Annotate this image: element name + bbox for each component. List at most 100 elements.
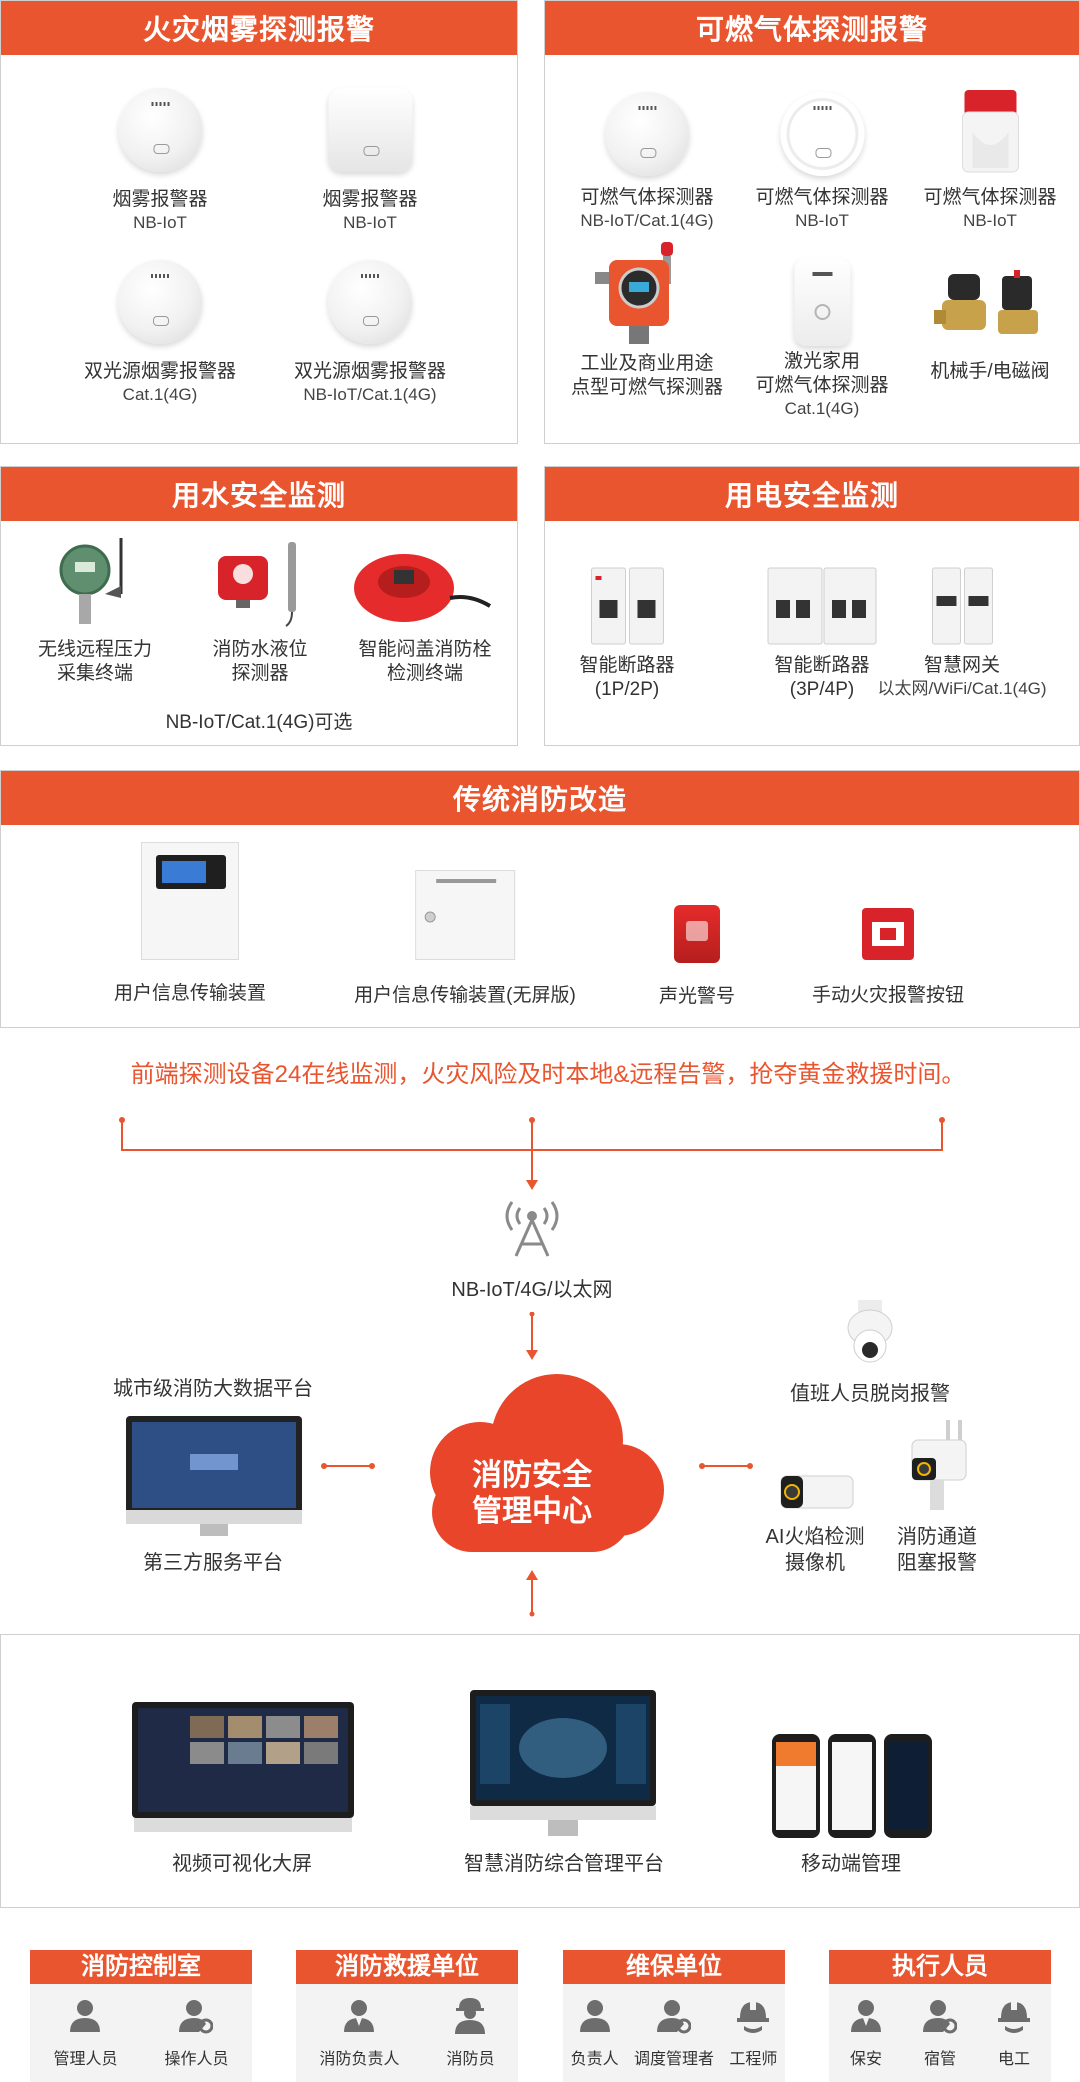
tagline: 前端探测设备24在线监测，火灾风险及时本地&远程告警，抢夺黄金救援时间。	[130, 1061, 966, 1088]
cloud-management-center: 消防安全 管理中心	[392, 1362, 672, 1562]
role-person-label: 调度管理者	[633, 2051, 714, 2068]
smoke-device-4: 双光源烟雾报警器 NB-IoT/Cat.1(4G)	[294, 260, 446, 406]
role-card-2: 消防救援单位 消防负责人 消防员	[296, 1950, 518, 2082]
bracket-connector	[119, 1117, 945, 1190]
city-platform-label: 城市级消防大数据平台	[113, 1378, 313, 1400]
device-name: 双光源烟雾报警器	[83, 361, 237, 382]
operator-icon	[179, 2000, 214, 2034]
water-device-2: 消防水液位 探测器	[210, 534, 310, 686]
device-protocol: NB-IoT	[133, 213, 187, 232]
wall-gas-detector-icon	[958, 88, 1022, 176]
device-name-line2: 探测器	[231, 663, 289, 684]
role-person-label: 管理人员	[53, 2051, 118, 2068]
traditional-device-1: 用户信息传输装置	[114, 842, 266, 1006]
device-name: 智能断路器	[774, 655, 870, 676]
ai-camera-label-line1: AI火焰检测	[765, 1526, 865, 1548]
pressure-terminal-icon	[45, 534, 145, 630]
laser-gas-detector-icon	[793, 258, 850, 346]
smoke-panel-title: 火灾烟雾探测报警	[1, 1, 517, 55]
device-name: 可燃气体探测器	[580, 187, 714, 208]
device-name: 可燃气体探测器	[923, 187, 1057, 208]
device-protocol: NB-IoT/Cat.1(4G)	[580, 211, 714, 230]
device-name: 智能闷盖消防栓	[358, 639, 492, 660]
cloud-text-line1: 消防安全	[472, 1459, 592, 1492]
gas-device-3: 可燃气体探测器 NB-IoT	[923, 88, 1057, 232]
gas-device-5: 激光家用 可燃气体探测器 Cat.1(4G)	[755, 258, 889, 420]
traditional-device-2: 用户信息传输装置(无屏版)	[354, 870, 576, 1008]
device-name: 机械手/电磁阀	[930, 361, 1050, 382]
gas-panel: 可燃气体探测报警	[544, 0, 1080, 444]
device-name: 手动火灾报警按钮	[811, 985, 965, 1006]
duty-alarm-label: 值班人员脱岗报警	[790, 1383, 950, 1405]
antenna-icon	[498, 1192, 566, 1260]
device-protocol: NB-IoT	[963, 211, 1017, 230]
info-transmitter-icon	[140, 842, 239, 960]
monitor-icon	[124, 1414, 304, 1540]
dual-source-smoke-detector-icon	[327, 260, 412, 344]
electric-panel-title: 用电安全监测	[545, 467, 1079, 521]
ptz-camera-icon	[840, 1298, 900, 1368]
person-icon	[70, 2000, 101, 2032]
platform-label-1: 视频可视化大屏	[172, 1853, 312, 1875]
water-level-detector-icon	[210, 534, 310, 630]
channel-label-line1: 消防通道	[897, 1526, 977, 1548]
platform-label-3: 移动端管理	[801, 1853, 901, 1875]
device-name-line2: 采集终端	[56, 663, 134, 684]
device-name: 用户信息传输装置(无屏版)	[354, 985, 576, 1006]
water-device-1: 无线远程压力 采集终端	[38, 534, 152, 686]
solenoid-valve-icon	[930, 270, 1050, 350]
firefighter-icon	[455, 1998, 486, 2034]
engineer-helmet-icon	[737, 2000, 770, 2033]
role-card-4: 执行人员 保安 宿管 电工	[829, 1950, 1051, 2082]
role-person-label: 电工	[997, 2051, 1030, 2068]
role-card-title: 消防救援单位	[296, 1950, 518, 1984]
device-name: 消防水液位	[212, 639, 308, 660]
cloud-bottom-arrow	[526, 1570, 538, 1617]
gas-device-2: 可燃气体探测器 NB-IoT	[755, 92, 889, 232]
video-wall-monitor-icon	[130, 1700, 356, 1836]
smoke-panel: 火灾烟雾探测报警	[0, 0, 518, 444]
breaker-3p4p-icon	[766, 566, 878, 646]
electrician-helmet-icon	[998, 2000, 1030, 2033]
role-person-label: 消防员	[446, 2051, 495, 2068]
channel-label-line2: 阻塞报警	[897, 1552, 977, 1574]
mobile-phones-icon	[770, 1732, 936, 1840]
role-card-title: 消防控制室	[30, 1950, 252, 1984]
device-name: 智慧网关	[923, 655, 1000, 676]
ai-camera-label-line2: 摄像机	[785, 1552, 845, 1574]
third-party-label: 第三方服务平台	[143, 1552, 283, 1574]
device-name: 烟雾报警器	[112, 189, 208, 210]
device-name: 烟雾报警器	[322, 189, 418, 210]
water-device-3: 智能闷盖消防栓 检测终端	[350, 548, 500, 686]
smoke-device-1: 烟雾报警器 NB-IoT	[112, 88, 208, 234]
traditional-device-3: 声光警号	[659, 905, 735, 1009]
smoke-device-3: 双光源烟雾报警器 Cat.1(4G)	[84, 260, 236, 406]
smart-gateway-icon	[930, 566, 994, 646]
gas-device-1: 可燃气体探测器 NB-IoT/Cat.1(4G)	[580, 92, 714, 232]
device-name: 无线远程压力	[37, 639, 153, 660]
device-protocol: Cat.1(4G)	[784, 399, 860, 418]
device-name: 可燃气体探测器	[755, 187, 889, 208]
role-person-label: 负责人	[570, 2051, 619, 2068]
smoke-device-2: 烟雾报警器 NB-IoT	[322, 88, 418, 234]
hydrant-cap-terminal-icon	[350, 548, 500, 630]
role-card-3: 维保单位 负责人 调度管理者 工程师	[563, 1950, 785, 2082]
device-spec: (3P/4P)	[789, 679, 855, 700]
device-name-line2: 点型可燃气探测器	[570, 377, 724, 398]
industrial-gas-detector-icon	[587, 242, 707, 350]
channel-camera-icon	[902, 1418, 972, 1514]
gas-detector-icon	[779, 92, 864, 176]
info-transmitter-noscreen-icon	[415, 870, 515, 960]
device-name: 工业及商业用途	[580, 353, 714, 374]
traditional-panel-title: 传统消防改造	[1, 771, 1079, 825]
device-spec: (1P/2P)	[594, 679, 660, 700]
person-icon	[851, 2000, 881, 2032]
cloud-left-connector	[321, 1463, 375, 1469]
device-protocol: NB-IoT	[343, 213, 397, 232]
role-card-title: 执行人员	[829, 1950, 1051, 1984]
person-icon	[344, 2000, 375, 2032]
integrated-platform-monitor-icon	[468, 1688, 658, 1840]
dual-source-smoke-detector-icon	[117, 260, 202, 344]
smoke-detector-icon	[117, 88, 202, 172]
smoke-detector-icon	[327, 88, 412, 172]
